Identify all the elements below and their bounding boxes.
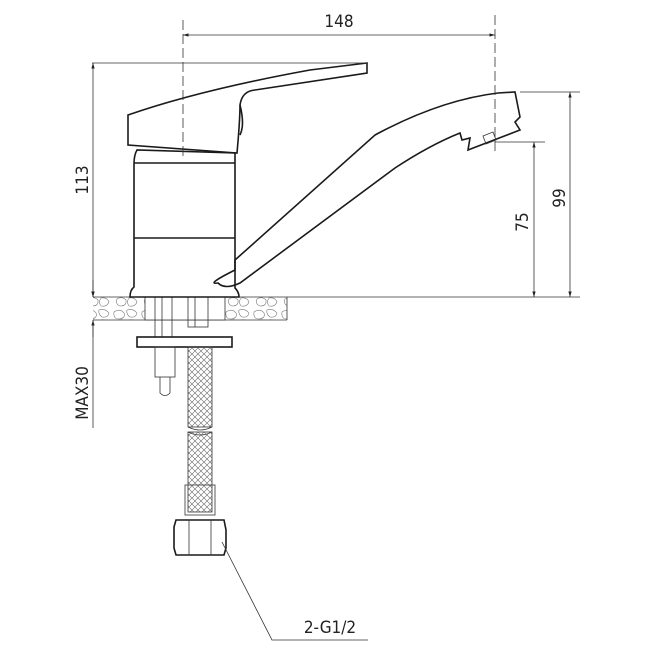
dim-outlet-height: 75 bbox=[513, 212, 533, 231]
faucet-body bbox=[129, 149, 240, 298]
dim-max-counter-thickness: MAX30 bbox=[73, 366, 93, 420]
lever-handle bbox=[127, 62, 368, 154]
extension-lines bbox=[92, 15, 580, 298]
dim-connection: 2-G1/2 bbox=[304, 618, 356, 638]
dim-spout-height: 99 bbox=[550, 188, 570, 207]
flexible-hose bbox=[173, 346, 227, 556]
dim-overall-height: 113 bbox=[73, 165, 93, 194]
countertop bbox=[93, 296, 288, 321]
dim-overall-length: 148 bbox=[324, 12, 353, 32]
spout bbox=[213, 91, 522, 288]
dimension-lines bbox=[91, 33, 572, 641]
